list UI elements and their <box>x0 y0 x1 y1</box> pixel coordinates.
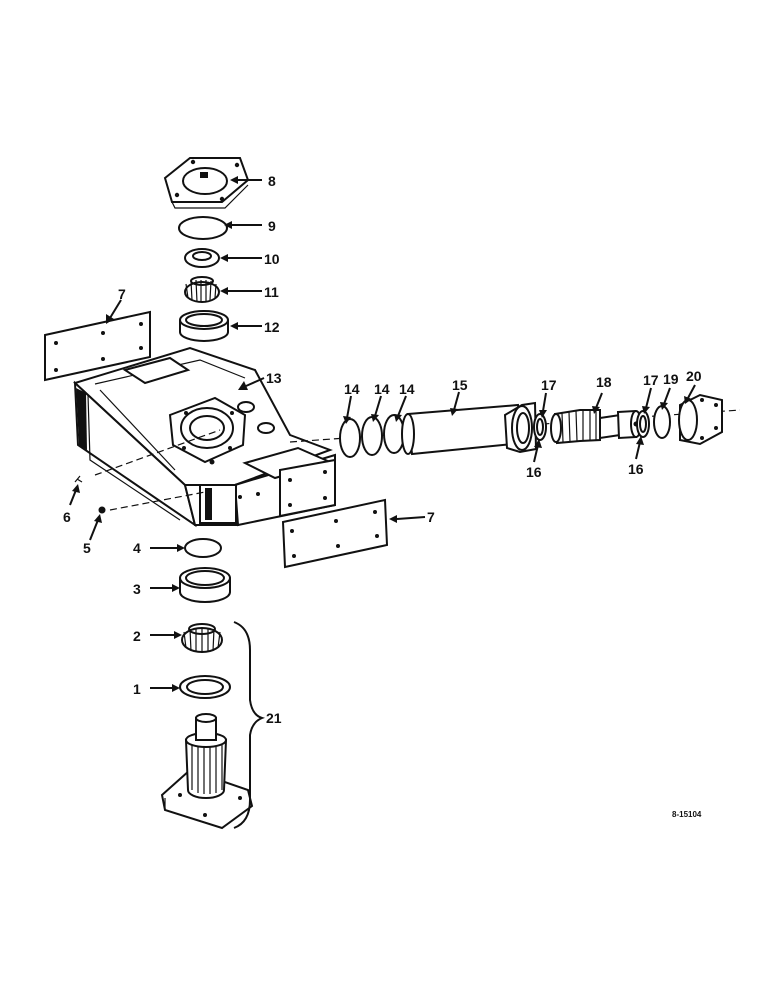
assembly-brace <box>233 621 266 829</box>
callout-18: 18 <box>596 374 612 390</box>
axle-housing-part <box>73 346 336 528</box>
side-plate-upper-part <box>44 310 151 382</box>
callout-9: 9 <box>268 218 276 234</box>
callout-14-b: 14 <box>374 381 390 397</box>
callout-16-a: 16 <box>526 464 542 480</box>
shims-part <box>339 414 405 458</box>
callout-14-c: 14 <box>399 381 415 397</box>
bearing-cone-lower-part <box>181 623 223 653</box>
callout-20: 20 <box>686 368 702 384</box>
bolt-head-part <box>98 506 106 514</box>
callout-14-a: 14 <box>344 381 360 397</box>
spindle-assembly-part <box>160 713 254 830</box>
callout-11: 11 <box>264 284 279 300</box>
callout-1: 1 <box>133 681 141 697</box>
callout-7-lower: 7 <box>427 509 435 525</box>
pin-part <box>74 475 83 483</box>
callout-21: 21 <box>266 710 282 726</box>
callout-8: 8 <box>268 173 276 189</box>
washer-left-part <box>533 413 547 441</box>
callout-17-b: 17 <box>643 372 659 388</box>
gasket-end-part <box>653 405 671 439</box>
callout-5: 5 <box>83 540 91 556</box>
leader-lines <box>69 176 696 692</box>
callout-7-upper: 7 <box>118 286 126 302</box>
bearing-cup-upper-part <box>179 310 229 342</box>
top-cover-part <box>163 157 250 209</box>
callout-12: 12 <box>264 319 280 335</box>
gasket-part <box>178 216 228 240</box>
callout-19: 19 <box>663 371 679 387</box>
callout-15: 15 <box>452 377 468 393</box>
bearing-cup-lower-part <box>179 675 231 699</box>
callout-4: 4 <box>133 540 141 556</box>
callout-3: 3 <box>133 581 141 597</box>
reference-number: 8-15104 <box>672 810 702 819</box>
nut-part <box>184 248 220 268</box>
end-cover-part <box>678 393 723 446</box>
side-plate-lower-part <box>281 498 389 569</box>
bearing-cone-upper-part <box>184 276 220 303</box>
seal-disc-part <box>184 538 222 558</box>
callout-13: 13 <box>266 370 282 386</box>
callout-16-b: 16 <box>628 461 644 477</box>
bearing-cup-part <box>179 567 231 603</box>
callout-10: 10 <box>264 251 280 267</box>
callout-labels: 8 9 10 11 12 7 13 14 14 14 15 17 18 17 1… <box>63 173 702 726</box>
callout-6: 6 <box>63 509 71 525</box>
tube-part <box>401 401 538 456</box>
shaft-part <box>550 409 642 445</box>
callout-17-a: 17 <box>541 377 557 393</box>
washer-right-part <box>636 410 650 438</box>
callout-2: 2 <box>133 628 141 644</box>
